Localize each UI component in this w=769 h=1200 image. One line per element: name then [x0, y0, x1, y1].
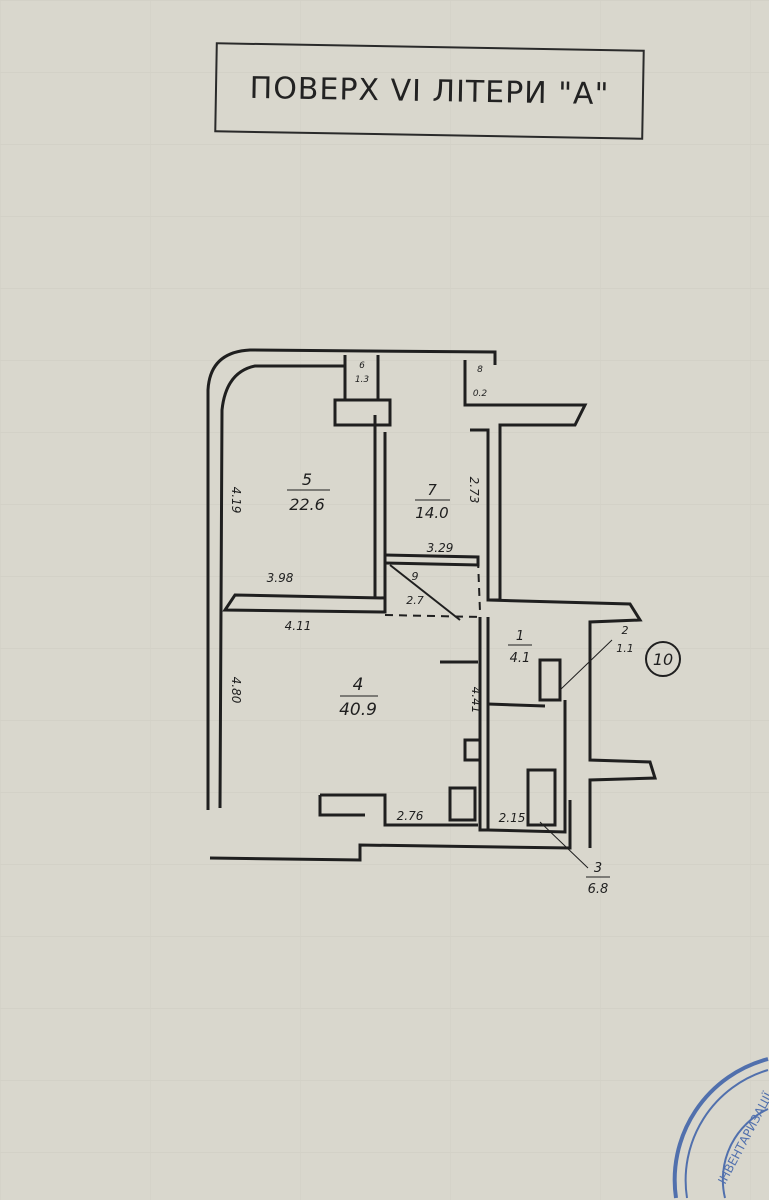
svg-text:1.3: 1.3 — [355, 375, 370, 385]
apartment-number: 10 — [645, 641, 681, 677]
room-4: 440.9 — [339, 675, 378, 720]
svg-text:6.8: 6.8 — [588, 882, 609, 897]
svg-text:3.29: 3.29 — [427, 541, 454, 555]
room-labels: 522.6 714.0 440.9 92.7 61.3 80.2 14.1 21… — [287, 361, 681, 897]
svg-text:4.11: 4.11 — [285, 619, 312, 633]
svg-text:1: 1 — [516, 629, 524, 644]
svg-text:2.15: 2.15 — [499, 811, 526, 825]
svg-text:8: 8 — [477, 365, 483, 375]
walls — [206, 348, 658, 862]
svg-text:4.41: 4.41 — [469, 687, 483, 714]
svg-text:5: 5 — [302, 470, 312, 489]
stamp-middle-ring — [684, 1069, 769, 1199]
svg-text:14.0: 14.0 — [415, 504, 448, 522]
svg-text:22.6: 22.6 — [289, 495, 325, 514]
stamp-inner-ring — [721, 1108, 769, 1199]
stamp-outer-ring — [672, 1057, 769, 1199]
room-2: 21.1 — [559, 624, 634, 691]
stamp: ІНВЕНТАРИЗАЦІЇ — [672, 1057, 769, 1199]
room-6: 61.3 — [355, 361, 370, 385]
svg-text:7: 7 — [427, 481, 437, 499]
svg-text:4.1: 4.1 — [510, 651, 531, 666]
svg-text:1.1: 1.1 — [616, 642, 634, 655]
svg-text:10: 10 — [653, 650, 673, 669]
svg-text:0.2: 0.2 — [473, 389, 488, 399]
room-5: 522.6 — [287, 470, 330, 514]
svg-text:40.9: 40.9 — [339, 700, 377, 720]
room-3: 36.8 — [539, 821, 610, 897]
room-7: 714.0 — [415, 481, 450, 522]
svg-text:2.73: 2.73 — [467, 477, 481, 504]
svg-text:2.76: 2.76 — [397, 809, 424, 823]
room-8: 80.2 — [473, 365, 488, 399]
svg-text:3.98: 3.98 — [267, 571, 294, 585]
room-9: 92.7 — [406, 570, 424, 607]
svg-text:2: 2 — [622, 624, 629, 637]
svg-text:4.19: 4.19 — [229, 487, 243, 514]
room-1: 14.1 — [508, 629, 532, 666]
svg-text:4: 4 — [353, 675, 364, 695]
dimension-labels: 4.19 3.98 3.29 2.73 4.11 4.80 4.41 2.76 … — [229, 477, 525, 825]
svg-text:3: 3 — [594, 861, 602, 876]
svg-text:ІНВЕНТАРИЗАЦІЇ: ІНВЕНТАРИЗАЦІЇ — [714, 1089, 769, 1186]
svg-text:6: 6 — [359, 361, 365, 371]
svg-text:4.80: 4.80 — [229, 677, 243, 704]
svg-text:2.7: 2.7 — [406, 594, 424, 607]
svg-text:9: 9 — [412, 570, 419, 583]
